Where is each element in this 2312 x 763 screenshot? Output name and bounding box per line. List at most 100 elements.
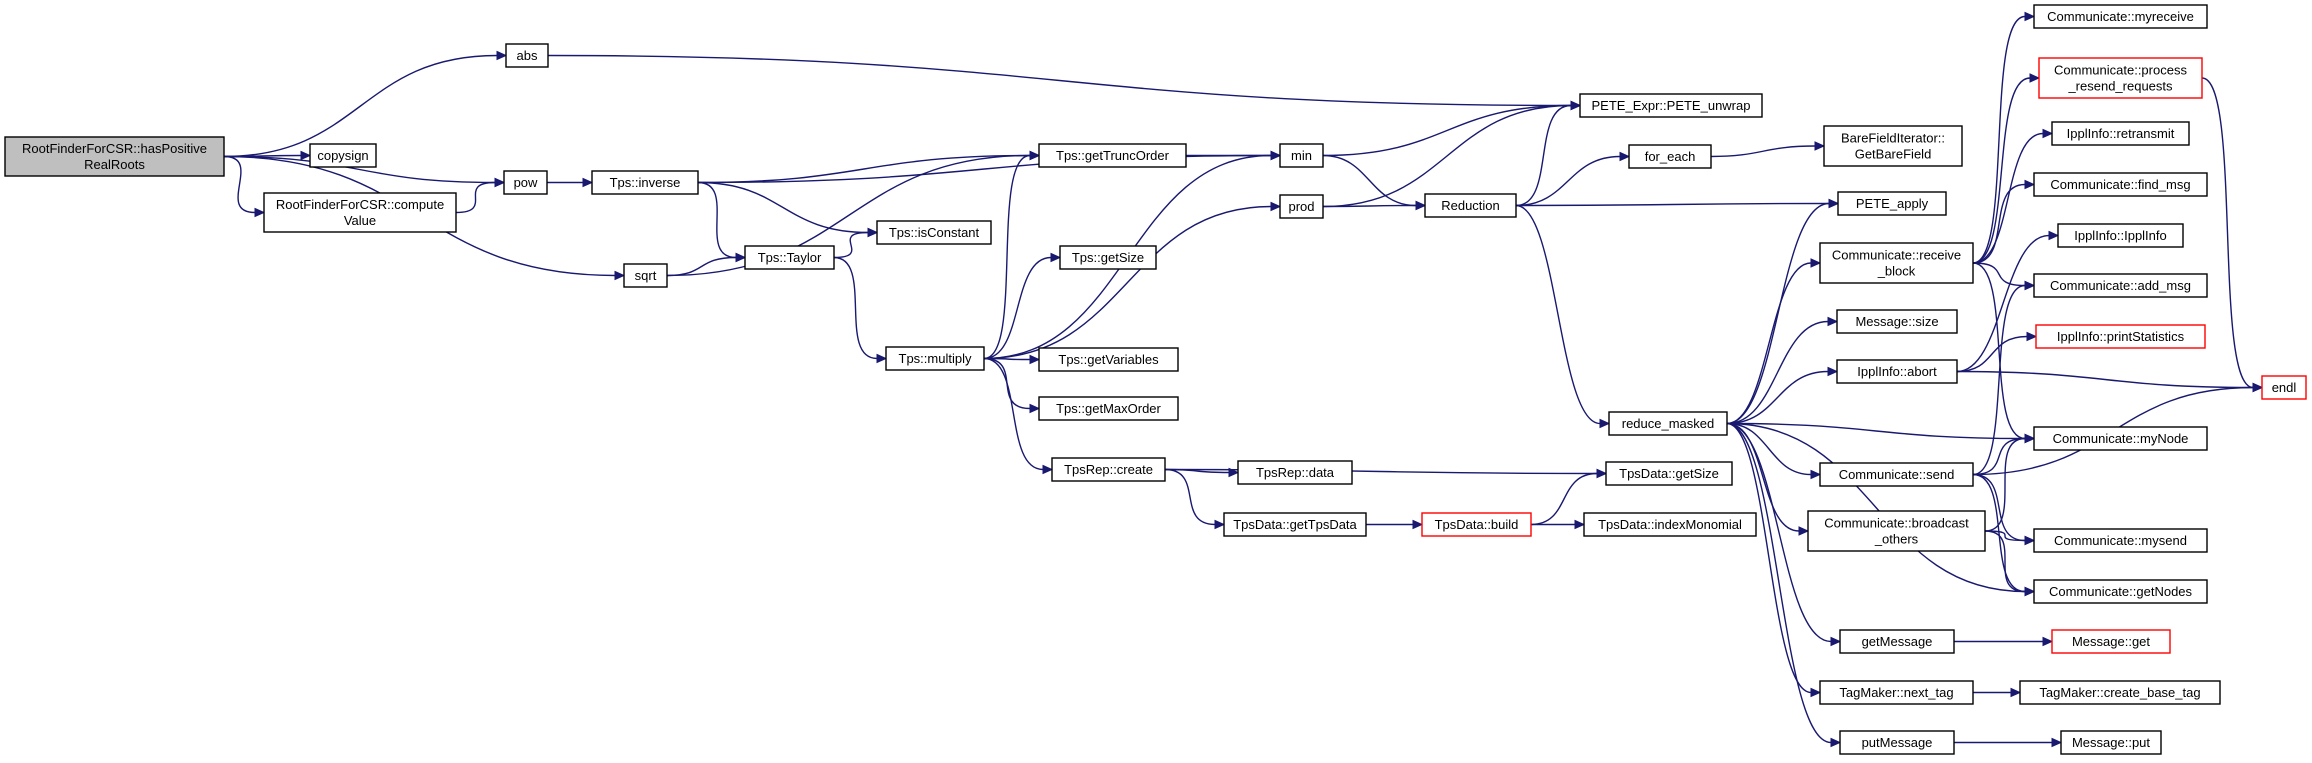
node-label: getMessage [1862, 634, 1933, 649]
edge-abs-to-unwrap [547, 54, 1582, 111]
edge-abort-to-printStats [1956, 331, 2038, 373]
node-addMsg[interactable]: Communicate::add_msg [2033, 273, 2208, 298]
edge-reduction-to-reduceMasked [1515, 204, 1611, 429]
edge-computeValue-to-pow [455, 177, 506, 214]
node-sqrt[interactable]: sqrt [623, 263, 668, 288]
node-isConstant[interactable]: Tps::isConstant [876, 220, 992, 245]
node-repCreate[interactable]: TpsRep::create [1051, 457, 1166, 482]
node-myreceive[interactable]: Communicate::myreceive [2033, 4, 2208, 29]
node-label: Tps::getVariables [1058, 352, 1159, 367]
edge-repCreate-to-getTpsData [1164, 468, 1226, 530]
node-repData[interactable]: TpsRep::data [1237, 460, 1353, 485]
edge-reduceMasked-to-putMessage [1726, 422, 1842, 748]
node-taylor[interactable]: Tps::Taylor [744, 245, 835, 270]
node-min[interactable]: min [1279, 143, 1324, 168]
node-msgGet[interactable]: Message::get [2051, 629, 2171, 654]
edge-reduceMasked-to-receiveBlock [1726, 258, 1822, 425]
node-receiveBlock[interactable]: Communicate::receive_block [1819, 242, 1974, 284]
node-indexMonomial[interactable]: TpsData::indexMonomial [1583, 512, 1757, 537]
node-label: Tps::getSize [1072, 250, 1144, 265]
edge-broadcast-to-myNode [1984, 433, 2036, 532]
node-inverse[interactable]: Tps::inverse [591, 170, 699, 195]
node-label: copysign [317, 148, 368, 163]
node-findMsg[interactable]: Communicate::find_msg [2033, 172, 2208, 197]
edge-inverse-to-taylor [697, 181, 747, 263]
node-bareField[interactable]: BareFieldIterator::GetBareField [1823, 125, 1963, 167]
node-copysign[interactable]: copysign [309, 143, 377, 168]
node-label: sqrt [635, 268, 657, 283]
node-retransmit[interactable]: IpplInfo::retransmit [2051, 121, 2190, 146]
node-label: Message::put [2072, 735, 2150, 750]
node-putMessage[interactable]: putMessage [1839, 730, 1955, 755]
node-peteApply[interactable]: PETE_apply [1837, 191, 1947, 216]
node-label: TpsRep::create [1064, 462, 1153, 477]
node-getTruncOrder[interactable]: Tps::getTruncOrder [1038, 143, 1187, 168]
node-nextTag[interactable]: TagMaker::next_tag [1819, 680, 1974, 705]
node-pow[interactable]: pow [503, 170, 548, 195]
edge-nextTag-to-createBaseTag [1972, 687, 2022, 698]
node-send[interactable]: Communicate::send [1819, 462, 1974, 487]
node-label: reduce_masked [1622, 416, 1715, 431]
node-broadcast[interactable]: Communicate::broadcast_others [1807, 510, 1986, 552]
edge-min-to-unwrap [1322, 100, 1582, 157]
node-foreach[interactable]: for_each [1628, 144, 1712, 169]
node-label: Tps::getTruncOrder [1056, 148, 1170, 163]
node-getMessage[interactable]: getMessage [1839, 629, 1955, 654]
node-label: Message::size [1855, 314, 1938, 329]
node-printStats[interactable]: IpplInfo::printStatistics [2035, 324, 2206, 349]
node-mysend[interactable]: Communicate::mysend [2033, 528, 2208, 553]
node-ipplInfo[interactable]: IpplInfo::IpplInfo [2057, 223, 2184, 248]
node-myNode[interactable]: Communicate::myNode [2033, 426, 2208, 451]
node-prod[interactable]: prod [1279, 194, 1324, 219]
node-label: Communicate::getNodes [2049, 584, 2193, 599]
edge-putMessage-to-msgPut [1953, 737, 2063, 748]
node-getTpsData[interactable]: TpsData::getTpsData [1223, 512, 1367, 537]
node-label: TpsData::build [1435, 517, 1519, 532]
edge-reduceMasked-to-myNode [1726, 422, 2036, 444]
node-multiply[interactable]: Tps::multiply [885, 346, 985, 371]
node-reduceMasked[interactable]: reduce_masked [1608, 411, 1728, 436]
node-label: GetBareField [1855, 147, 1932, 162]
node-abort[interactable]: IpplInfo::abort [1836, 359, 1958, 384]
edge-reduction-to-foreach [1515, 151, 1631, 207]
edge-min-to-reduction [1322, 154, 1427, 211]
node-getMaxOrder[interactable]: Tps::getMaxOrder [1038, 396, 1179, 421]
edge-reduction-to-peteApply [1515, 198, 1840, 209]
node-endl[interactable]: endl [2261, 375, 2307, 400]
edge-multiply-to-prod [983, 201, 1282, 360]
node-getNodes[interactable]: Communicate::getNodes [2033, 579, 2208, 604]
node-build[interactable]: TpsData::build [1421, 512, 1532, 537]
edge-build-to-dataGetSize [1530, 468, 1608, 526]
node-createBaseTag[interactable]: TagMaker::create_base_tag [2019, 680, 2221, 705]
edge-reduceMasked-to-abort [1726, 366, 1839, 425]
node-label: Tps::getMaxOrder [1056, 401, 1161, 416]
node-label: Tps::multiply [899, 351, 972, 366]
edge-processResend-to-endl [2201, 77, 2264, 393]
edge-multiply-to-getVariables [983, 354, 1041, 365]
node-msgPut[interactable]: Message::put [2060, 730, 2162, 755]
node-getVariables[interactable]: Tps::getVariables [1038, 347, 1179, 372]
node-abs[interactable]: abs [505, 43, 549, 68]
node-dataGetSize[interactable]: TpsData::getSize [1605, 461, 1733, 486]
node-msgSize[interactable]: Message::size [1836, 309, 1958, 334]
node-getSize[interactable]: Tps::getSize [1059, 245, 1157, 270]
node-label: TpsData::indexMonomial [1598, 517, 1742, 532]
node-label: TagMaker::create_base_tag [2039, 685, 2200, 700]
node-label: endl [2272, 380, 2297, 395]
edge-taylor-to-isConstant [833, 227, 879, 259]
edge-receiveBlock-to-retransmit [1972, 128, 2054, 264]
edge-reduceMasked-to-send [1726, 422, 1822, 480]
node-label: TagMaker::next_tag [1839, 685, 1953, 700]
node-label: _others [1874, 532, 1919, 547]
edge-multiply-to-getSize [983, 252, 1062, 360]
node-processResend[interactable]: Communicate::process_resend_requests [2038, 57, 2203, 99]
node-reduction[interactable]: Reduction [1424, 193, 1517, 218]
node-unwrap[interactable]: PETE_Expr::PETE_unwrap [1579, 93, 1763, 118]
node-label: pow [514, 175, 538, 190]
node-label: IpplInfo::IpplInfo [2074, 228, 2167, 243]
edge-build-to-indexMonomial [1531, 519, 1586, 530]
